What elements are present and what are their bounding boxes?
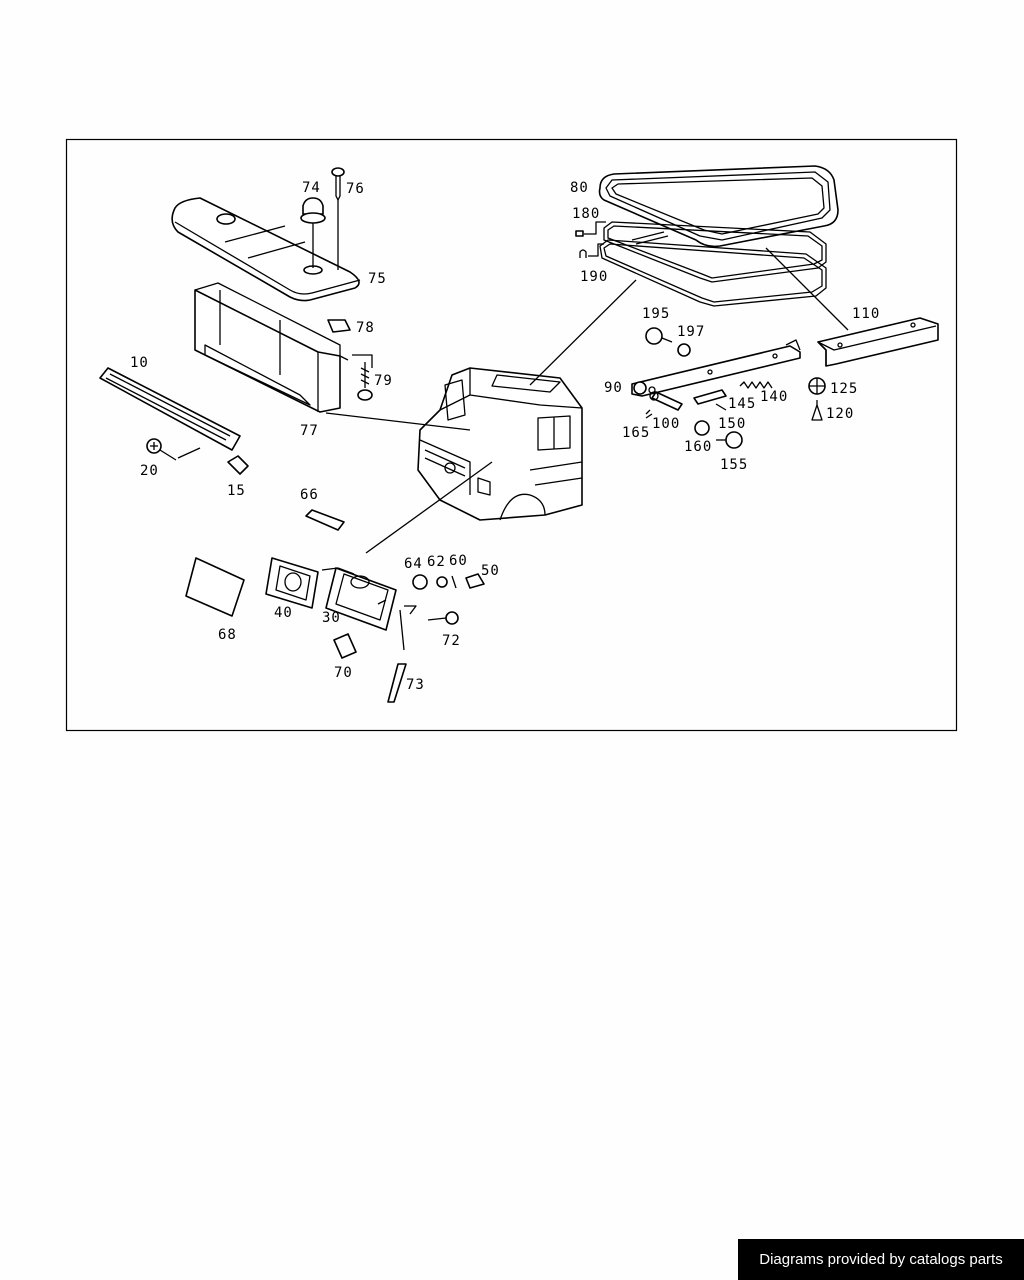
label-75: 75 xyxy=(368,271,387,287)
diagram-frame xyxy=(65,138,958,732)
screw-195 xyxy=(645,327,673,345)
cover-68 xyxy=(185,557,245,617)
label-76: 76 xyxy=(346,181,365,197)
screw-20 xyxy=(146,438,201,461)
label-125: 125 xyxy=(830,381,858,397)
label-80: 80 xyxy=(570,180,589,196)
spring-60 xyxy=(451,575,457,589)
label-20: 20 xyxy=(140,463,159,479)
pin-150 xyxy=(715,403,727,411)
label-180: 180 xyxy=(572,206,600,222)
label-15: 15 xyxy=(227,483,246,499)
label-66: 66 xyxy=(300,487,319,503)
handle-housing-30 xyxy=(321,567,397,631)
label-74: 74 xyxy=(302,180,321,196)
spring-140 xyxy=(739,381,773,389)
hatch-frame-180 xyxy=(575,221,827,283)
callout-labels: 74 76 75 78 79 10 77 20 15 80 180 190 11… xyxy=(130,180,880,693)
star-washer-125 xyxy=(808,377,826,395)
bezel-40 xyxy=(265,557,319,609)
screw-72 xyxy=(404,605,459,625)
seal-73 xyxy=(387,663,407,703)
label-90: 90 xyxy=(604,380,623,396)
label-73: 73 xyxy=(406,677,425,693)
screw-79 xyxy=(352,354,373,401)
roof-cover-part xyxy=(171,197,361,302)
bolt-145 xyxy=(693,389,727,405)
label-140: 140 xyxy=(760,389,788,405)
label-40: 40 xyxy=(274,605,293,621)
label-50: 50 xyxy=(481,563,500,579)
spring-165 xyxy=(645,409,653,419)
ring-197 xyxy=(677,343,691,357)
nut-64 xyxy=(412,574,428,590)
clip-15 xyxy=(227,455,249,475)
screw-76 xyxy=(331,167,345,270)
washer-62 xyxy=(436,576,448,588)
label-165: 165 xyxy=(622,425,650,441)
label-64: 64 xyxy=(404,556,423,572)
clip-70 xyxy=(333,633,357,659)
leader-lines xyxy=(325,247,849,651)
label-155: 155 xyxy=(720,457,748,473)
label-68: 68 xyxy=(218,627,237,643)
lever-arm-90 xyxy=(631,339,801,397)
clip-78 xyxy=(327,319,351,333)
label-78: 78 xyxy=(356,320,375,336)
label-60: 60 xyxy=(449,553,468,569)
label-150: 150 xyxy=(718,416,746,432)
label-197: 197 xyxy=(677,324,705,340)
label-145: 145 xyxy=(728,396,756,412)
label-195: 195 xyxy=(642,306,670,322)
label-79: 79 xyxy=(374,373,393,389)
trim-strip-10 xyxy=(99,367,241,451)
label-120: 120 xyxy=(826,406,854,422)
hinge-rail-110 xyxy=(817,317,939,367)
truck-cab xyxy=(417,367,583,521)
label-62: 62 xyxy=(427,554,446,570)
roof-frame-part xyxy=(194,282,341,413)
footer-credit: Diagrams provided by catalogs parts xyxy=(738,1239,1024,1280)
strip-66 xyxy=(305,509,345,531)
label-160: 160 xyxy=(684,439,712,455)
label-70: 70 xyxy=(334,665,353,681)
washer-160 xyxy=(694,420,710,436)
label-30: 30 xyxy=(322,610,341,626)
screw-120 xyxy=(811,400,823,421)
label-72: 72 xyxy=(442,633,461,649)
knob-155 xyxy=(716,431,743,449)
hatch-seal-190 xyxy=(579,239,827,307)
grommet-74 xyxy=(300,197,326,268)
label-110: 110 xyxy=(852,306,880,322)
label-77: 77 xyxy=(300,423,319,439)
hatch-seal-80 xyxy=(598,165,839,248)
label-100: 100 xyxy=(652,416,680,432)
pin-100 xyxy=(649,391,683,411)
label-190: 190 xyxy=(580,269,608,285)
clip-50 xyxy=(465,573,485,589)
label-10: 10 xyxy=(130,355,149,371)
